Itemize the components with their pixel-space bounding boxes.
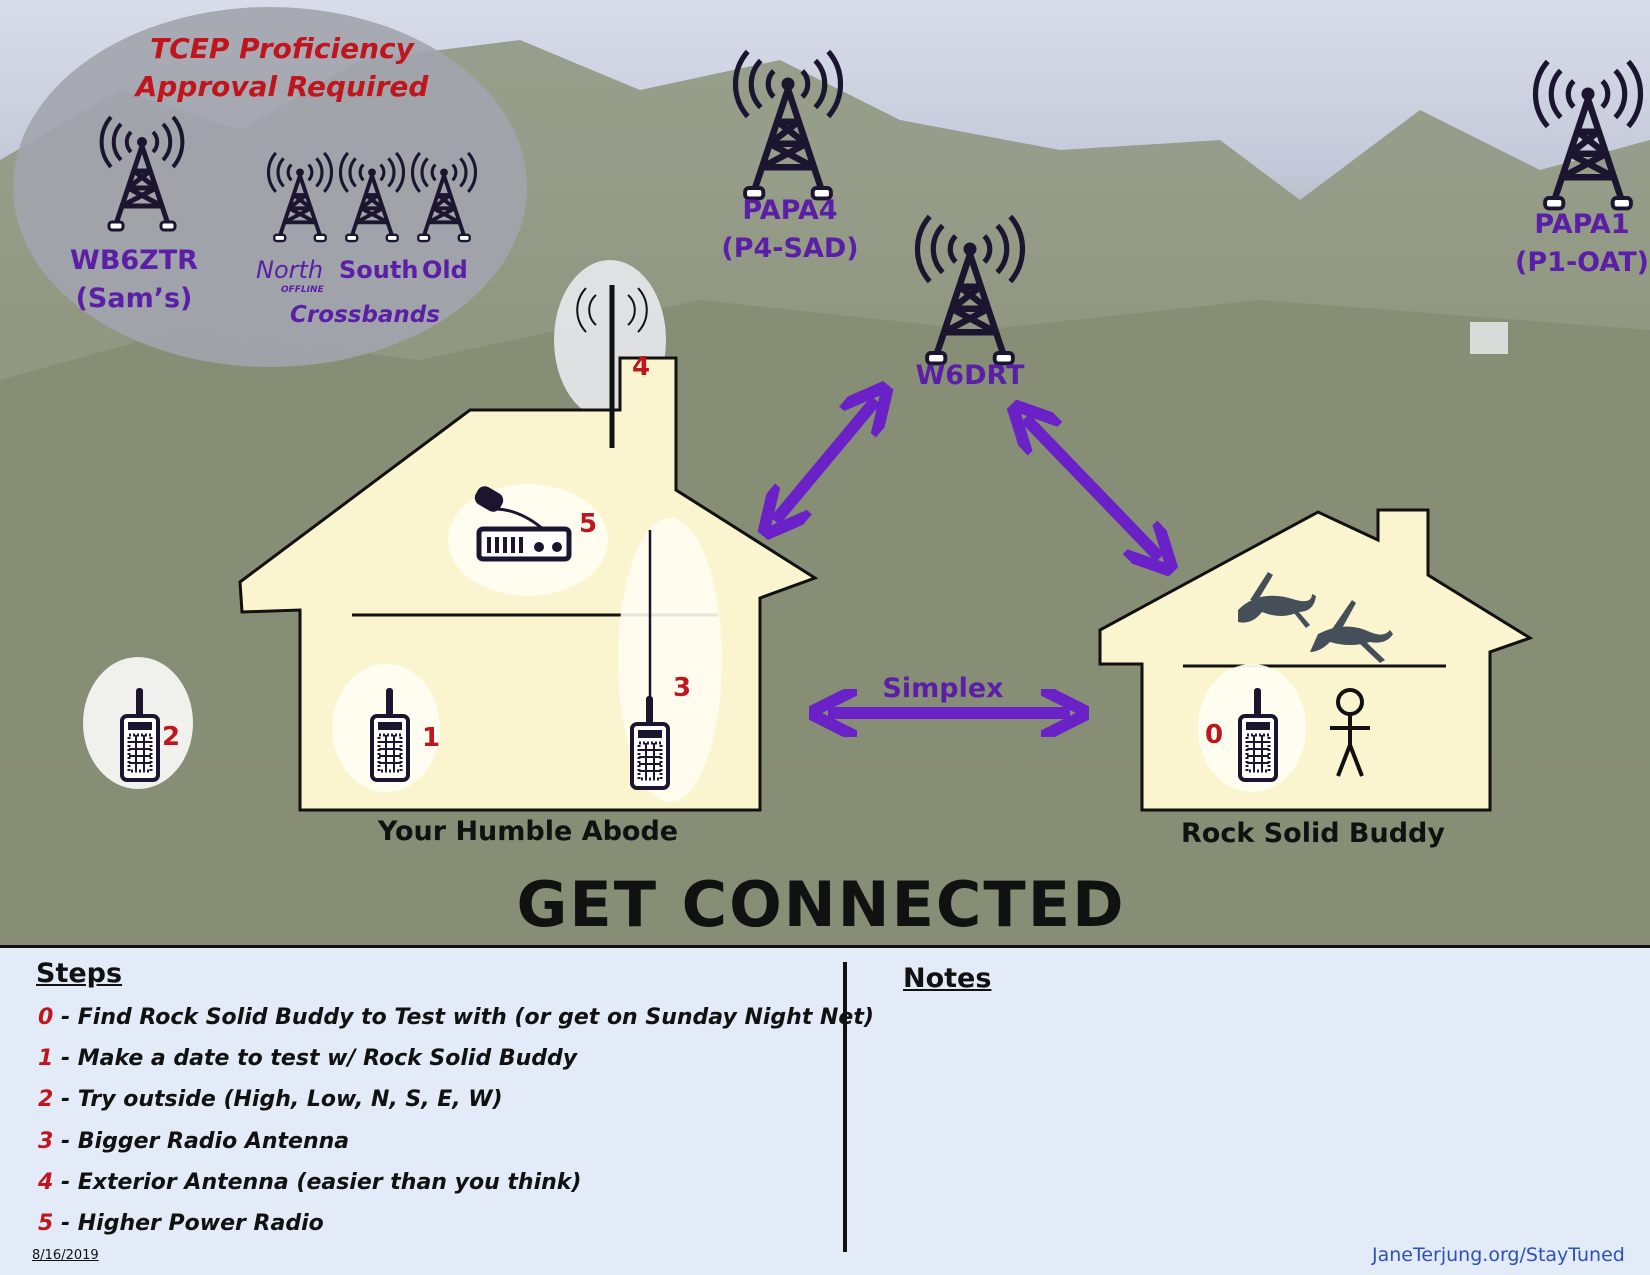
step-number: 1 [38,1046,54,1071]
papa4-subtitle: (P4-SAD) [721,233,859,264]
step-item: 0 - Find Rock Solid Buddy to Test with (… [38,1005,874,1030]
your-home-label: Your Humble Abode [377,816,679,847]
repeater-label-papa1: PAPA1 (P1-OAT) [1515,206,1649,282]
papa1-subtitle: (P1-OAT) [1515,247,1649,278]
repeater-label-papa4: PAPA4 (P4-SAD) [721,192,858,268]
step-text: - Make a date to test w/ Rock Solid Budd… [53,1046,578,1071]
simplex-label: Simplex [882,673,1004,704]
footer-date: 8/16/2019 [32,1248,99,1263]
step-marker-3: 3 [673,673,692,703]
crossband-south-label: South [339,256,419,284]
crossbands-label: Crossbands [290,302,440,328]
offline-tag: OFFLINE [281,285,324,295]
step-marker-5: 5 [579,509,598,539]
step-text: - Higher Power Radio [53,1211,324,1236]
step-marker-2: 2 [162,722,181,752]
tcep-approval-note: TCEP Proficiency Approval Required [136,30,429,106]
papa4-callsign: PAPA4 [742,195,838,226]
step-marker-4: 4 [632,352,651,382]
step-number: 2 [38,1087,54,1112]
step-item: 5 - Higher Power Radio [38,1211,324,1236]
tcep-line-1: TCEP Proficiency [150,32,414,65]
steps-notes-panel [0,948,1650,1275]
step-text: - Bigger Radio Antenna [53,1129,350,1154]
step-number: 5 [38,1211,54,1236]
steps-heading: Steps [36,958,123,989]
footer-website-link[interactable]: JaneTerjung.org/StayTuned [1372,1244,1625,1266]
step-marker-1: 1 [422,723,441,753]
tcep-line-2: Approval Required [135,70,429,103]
wb6ztr-callsign: WB6ZTR [70,245,198,276]
step-text: - Find Rock Solid Buddy to Test with (or… [53,1005,874,1030]
wb6ztr-subtitle: (Sam’s) [75,283,193,314]
step-item: 2 - Try outside (High, Low, N, S, E, W) [38,1087,503,1112]
step-number: 4 [38,1170,54,1195]
repeater-label-w6drt: W6DRT [915,360,1025,391]
notes-heading: Notes [903,963,992,994]
papa1-callsign: PAPA1 [1534,209,1630,240]
step-number: 0 [38,1005,54,1030]
step-number: 3 [38,1129,54,1154]
step-item: 3 - Bigger Radio Antenna [38,1129,349,1154]
step-text: - Exterior Antenna (easier than you thin… [53,1170,582,1195]
buddy-home-label: Rock Solid Buddy [1181,818,1445,849]
step-item: 1 - Make a date to test w/ Rock Solid Bu… [38,1046,577,1071]
crossband-north-label: North [256,256,324,284]
step-text: - Try outside (High, Low, N, S, E, W) [53,1087,503,1112]
crossband-old-label: Old [422,256,468,284]
column-divider [843,962,847,1252]
repeater-label-wb6ztr: WB6ZTR (Sam’s) [70,242,198,318]
step-item: 4 - Exterior Antenna (easier than you th… [38,1170,581,1195]
step-marker-0: 0 [1205,720,1224,750]
page-title: GET CONNECTED [516,868,1126,941]
diagram-artwork [0,0,1650,948]
